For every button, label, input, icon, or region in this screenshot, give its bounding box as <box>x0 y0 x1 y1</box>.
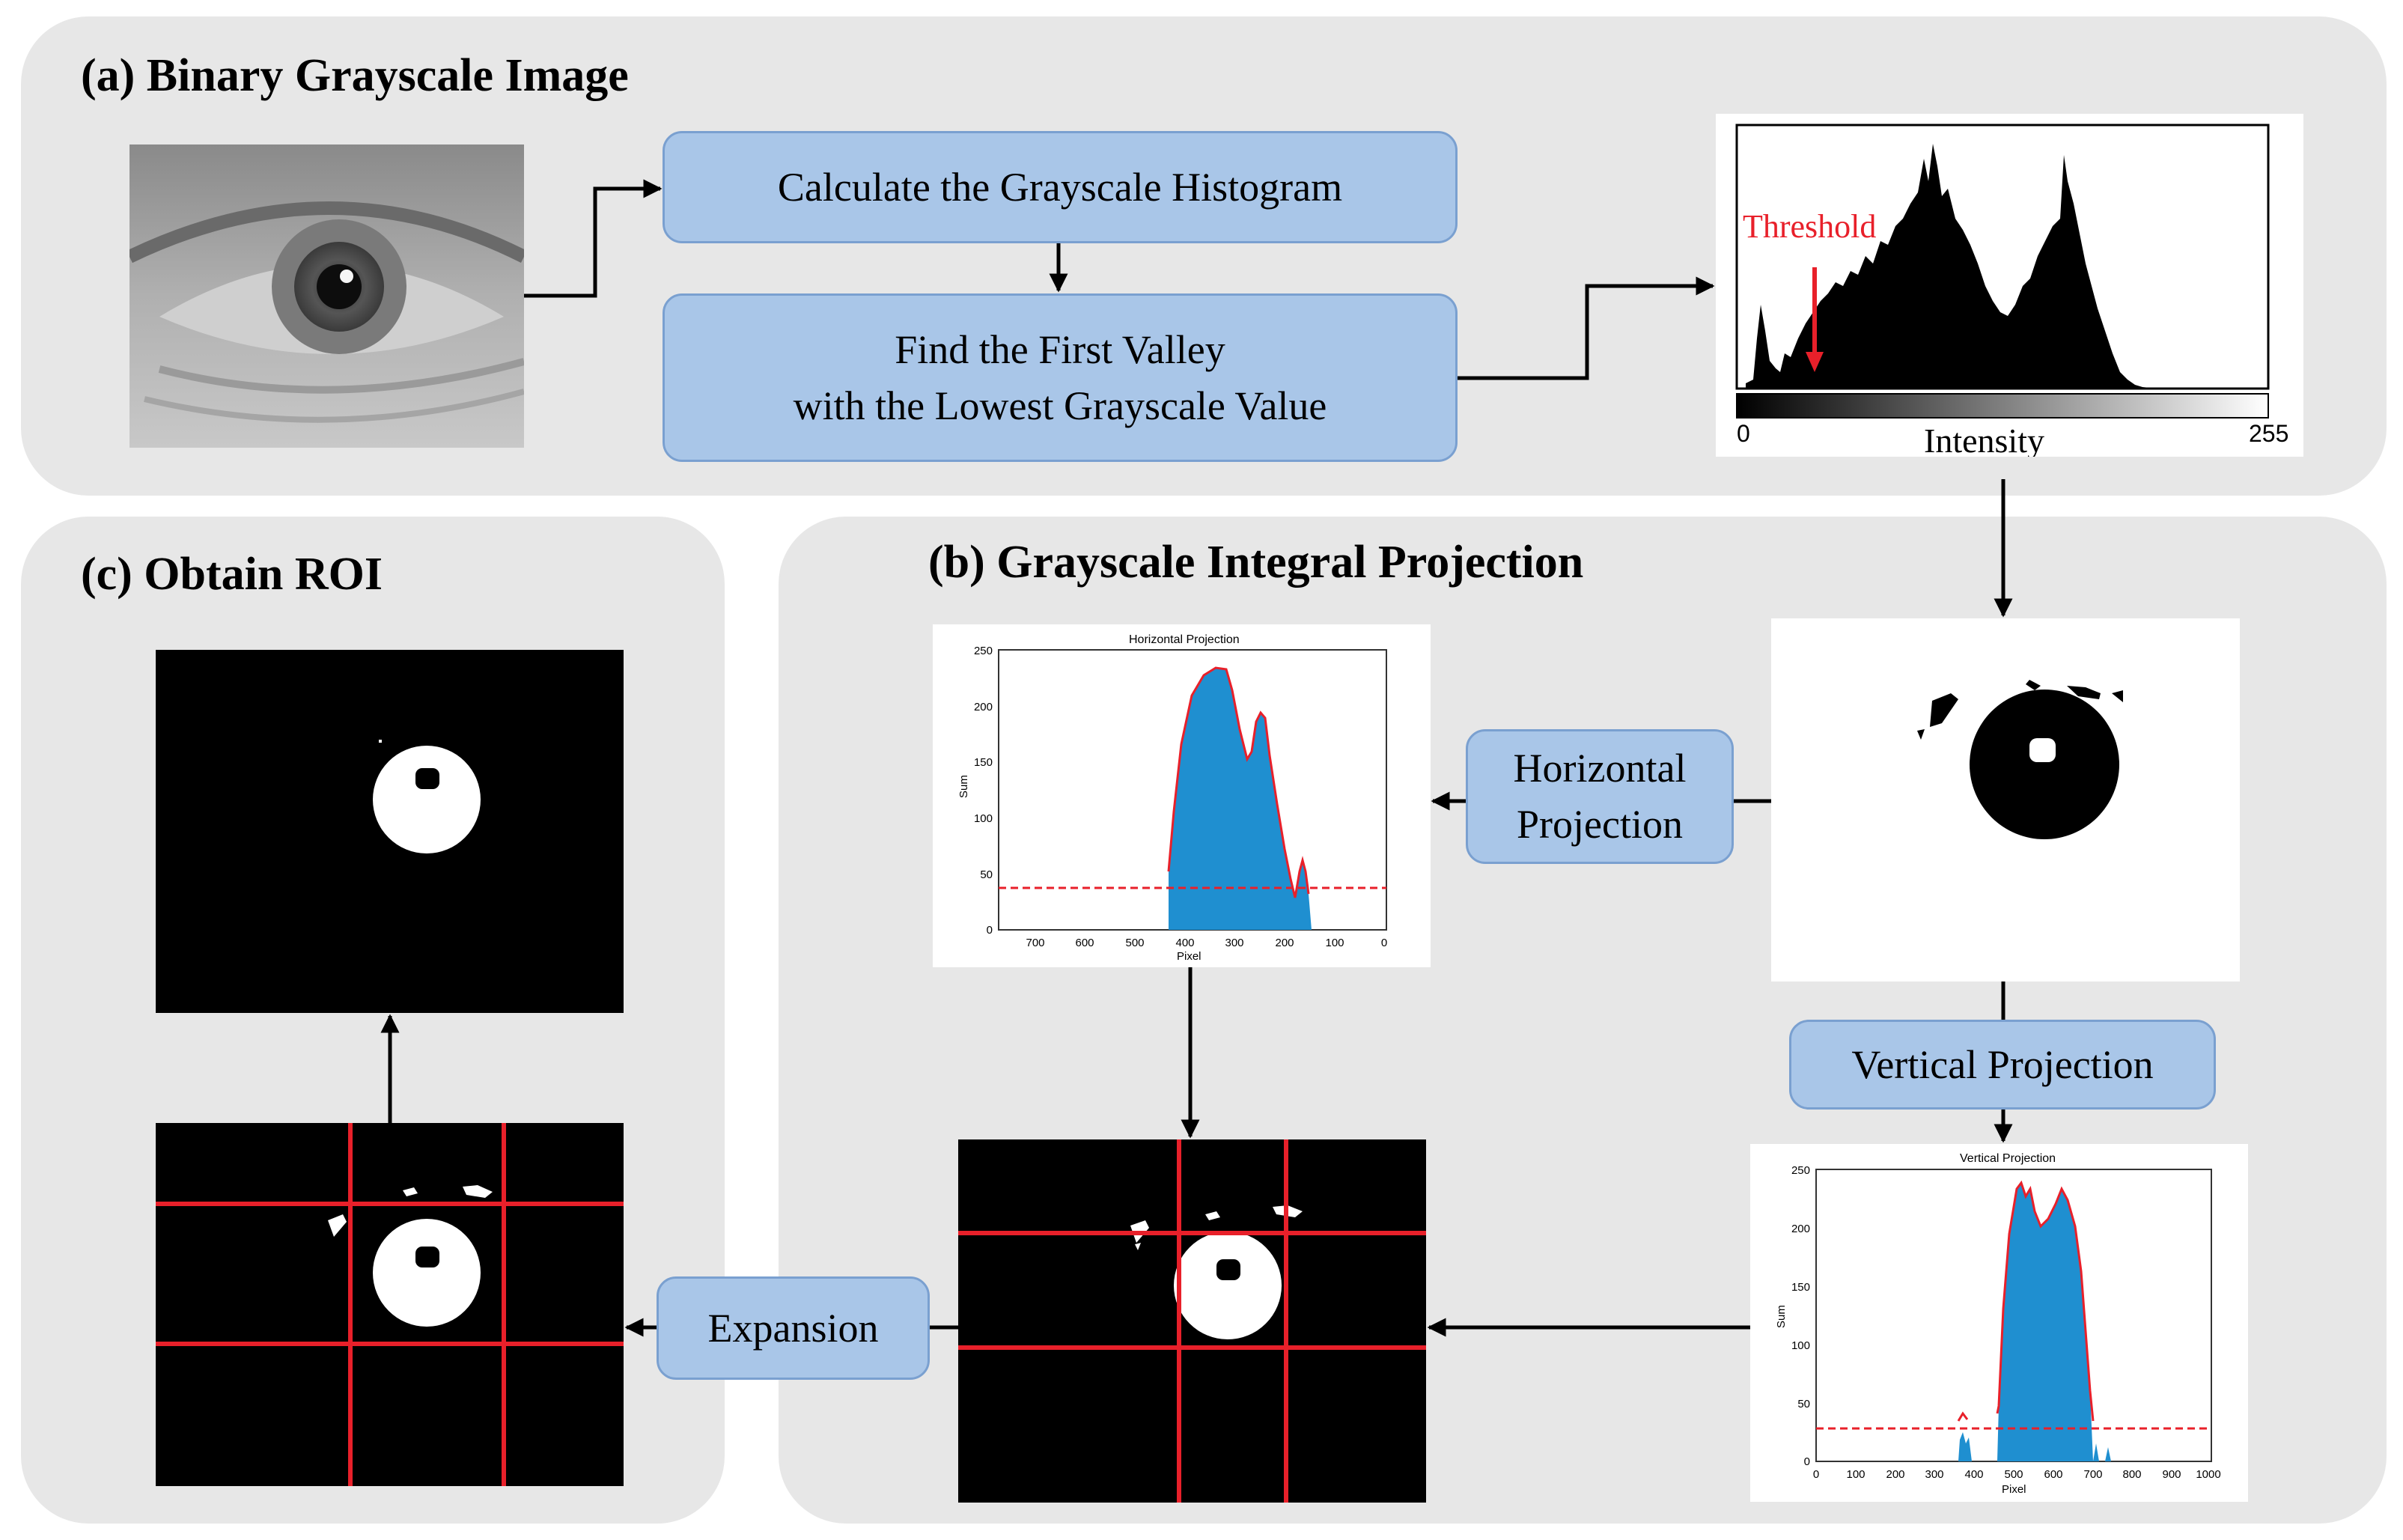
expanded-bounds-image <box>156 1123 624 1486</box>
binary-eye-image <box>1771 618 2240 981</box>
vp-xtick-1000: 1000 <box>2196 1468 2220 1481</box>
hp-ytick-50: 50 <box>980 868 993 881</box>
grayscale-histogram-figure: Threshold 0 255 Intensity <box>1716 114 2303 460</box>
vp-area <box>1997 1183 2093 1461</box>
find-first-valley-label-2: with the Lowest Grayscale Value <box>793 383 1327 428</box>
arrow-eye-to-histogram-box <box>524 179 663 298</box>
horizontal-projection-label-2: Projection <box>1517 802 1683 847</box>
hp-area <box>1169 668 1312 930</box>
expansion-label: Expansion <box>707 1305 879 1351</box>
calculate-histogram-label: Calculate the Grayscale Histogram <box>777 164 1343 210</box>
roi-result-image <box>156 650 624 1013</box>
horizontal-projection-box: Horizontal Projection <box>1466 729 1734 864</box>
vp-xtick-900: 900 <box>2162 1468 2181 1481</box>
vp-xtick-300: 300 <box>1925 1468 1943 1481</box>
hp-xtick-400: 400 <box>1175 937 1194 949</box>
horizontal-plot-title: Horizontal Projection <box>1129 633 1240 646</box>
vp-xtick-700: 700 <box>2083 1468 2102 1481</box>
threshold-label: Threshold <box>1743 208 1876 245</box>
hp-ytick-200: 200 <box>974 701 993 713</box>
vp-ytick-250: 250 <box>1791 1164 1810 1177</box>
vp-xtick-200: 200 <box>1886 1468 1904 1481</box>
vertical-projection-label: Vertical Projection <box>1851 1041 2154 1087</box>
vp-xtick-0: 0 <box>1813 1468 1819 1481</box>
vp-ytick-0: 0 <box>1804 1455 1810 1468</box>
vp-xtick-100: 100 <box>1846 1468 1865 1481</box>
hp-ytick-250: 250 <box>974 645 993 657</box>
panel-b-title: (b) Grayscale Integral Projection <box>928 537 1584 588</box>
hp-outline <box>1167 666 1310 898</box>
hp-ytick-0: 0 <box>987 924 993 937</box>
arrow-valley-to-histogram-plot <box>1458 276 1715 380</box>
calculate-histogram-box: Calculate the Grayscale Histogram <box>663 131 1458 243</box>
find-first-valley-box: Find the First Valley with the Lowest Gr… <box>663 293 1458 462</box>
histogram-xmin: 0 <box>1737 420 1750 447</box>
vertical-projection-plot: Vertical Projection 250 200 150 100 50 0… <box>1750 1144 2248 1502</box>
vp-outline <box>1996 1180 2095 1422</box>
vp-ytick-100: 100 <box>1791 1339 1810 1352</box>
hp-ylabel: Sum <box>957 775 970 798</box>
find-first-valley-label-1: Find the First Valley <box>895 326 1225 372</box>
hp-ytick-100: 100 <box>974 812 993 825</box>
hp-xtick-200: 200 <box>1275 937 1294 949</box>
vertical-plot-title: Vertical Projection <box>1960 1152 2056 1165</box>
vp-xtick-500: 500 <box>2004 1468 2023 1481</box>
histogram-xlabel: Intensity <box>1924 421 2044 457</box>
hp-xtick-300: 300 <box>1225 937 1243 949</box>
hp-xtick-0: 0 <box>1381 937 1387 949</box>
vp-xtick-800: 800 <box>2122 1468 2141 1481</box>
histogram-xmax: 255 <box>2249 420 2288 447</box>
histogram-bars <box>1746 144 2255 389</box>
vp-ytick-150: 150 <box>1791 1281 1810 1294</box>
hp-xlabel: Pixel <box>1177 950 1202 963</box>
expansion-box: Expansion <box>657 1276 930 1380</box>
vp-ylabel: Sum <box>1775 1305 1788 1328</box>
vp-ytick-50: 50 <box>1797 1398 1810 1410</box>
vp-ytick-200: 200 <box>1791 1223 1810 1235</box>
vp-xtick-400: 400 <box>1964 1468 1983 1481</box>
vp-small-left <box>1958 1432 1972 1461</box>
projection-bounded-image <box>958 1139 1426 1503</box>
vertical-projection-box: Vertical Projection <box>1789 1020 2216 1110</box>
eye-photo <box>127 144 528 448</box>
hp-ytick-150: 150 <box>974 756 993 769</box>
hp-xtick-100: 100 <box>1325 937 1344 949</box>
vp-xtick-600: 600 <box>2044 1468 2062 1481</box>
panel-c-title: (c) Obtain ROI <box>81 549 383 600</box>
vp-small-right <box>2093 1443 2111 1461</box>
horizontal-projection-label-1: Horizontal <box>1513 746 1687 791</box>
hp-xtick-500: 500 <box>1125 937 1144 949</box>
hp-xtick-700: 700 <box>1026 937 1044 949</box>
panel-a-title: (a) Binary Grayscale Image <box>81 50 629 101</box>
vp-xlabel: Pixel <box>2002 1483 2026 1496</box>
horizontal-projection-plot: Horizontal Projection 250 200 150 100 50… <box>933 624 1431 967</box>
hp-xtick-600: 600 <box>1075 937 1094 949</box>
